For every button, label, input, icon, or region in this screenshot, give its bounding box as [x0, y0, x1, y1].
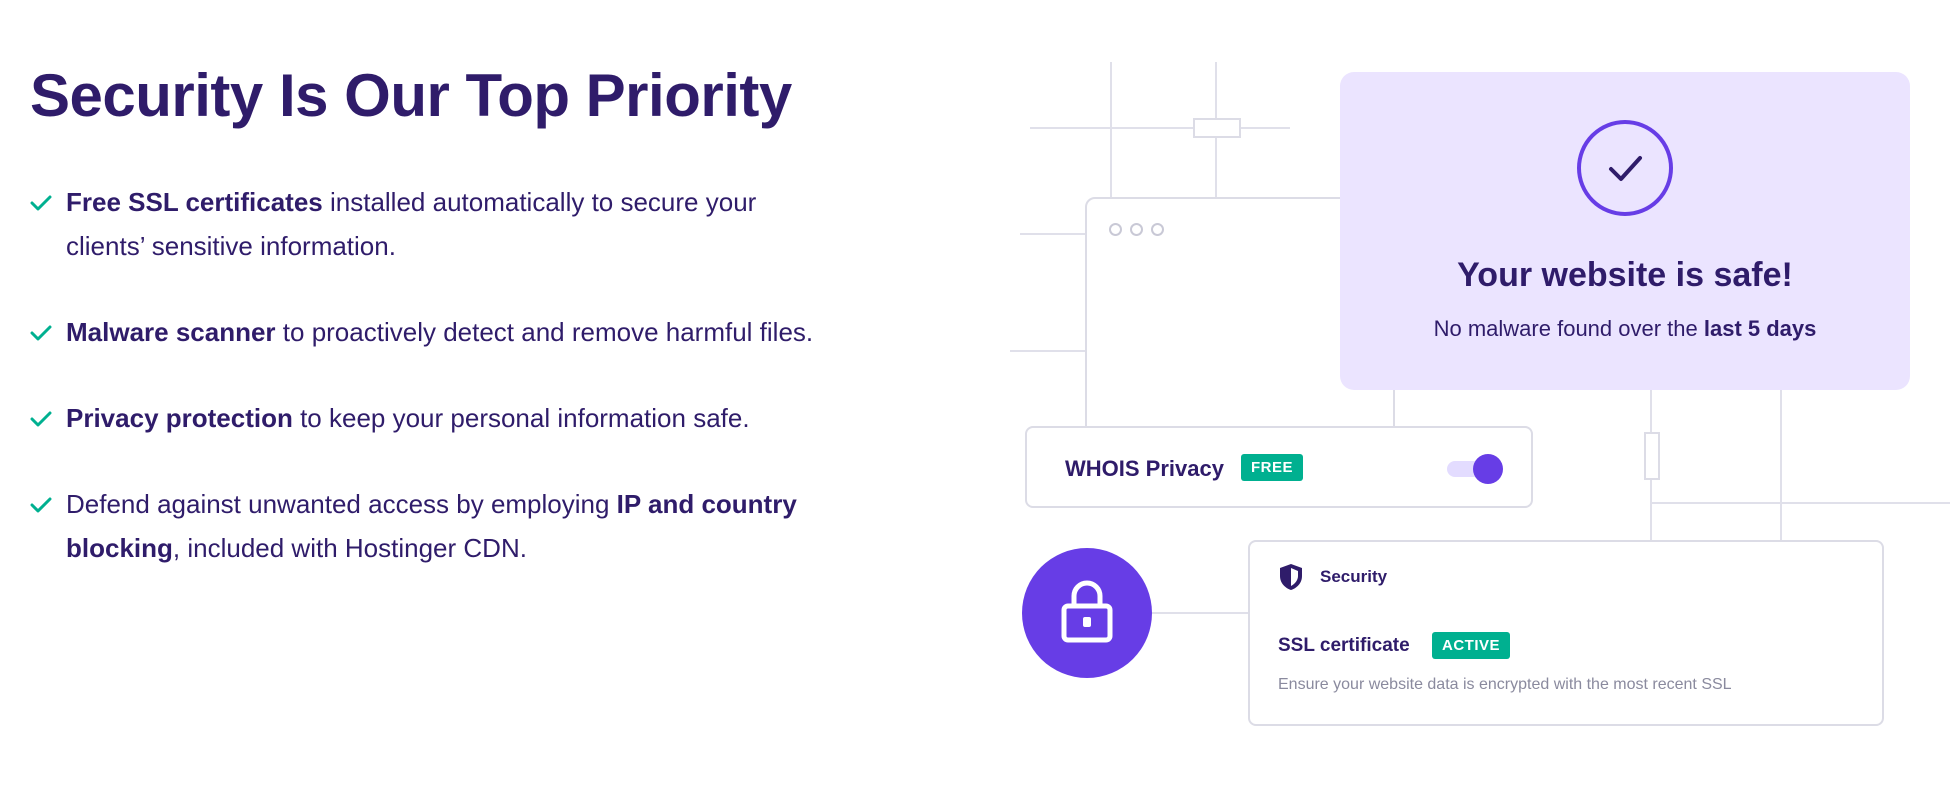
- whois-label: WHOIS Privacy: [1065, 456, 1224, 481]
- active-badge: ACTIVE: [1432, 632, 1511, 659]
- security-features-section: Security Is Our Top Priority Free SSL ce…: [30, 60, 830, 612]
- whois-privacy-card: WHOIS Privacy FREE: [1025, 426, 1533, 508]
- feature-text: to keep your personal information safe.: [292, 403, 750, 433]
- feature-bold-text: Malware scanner: [66, 317, 276, 347]
- page-title: Security Is Our Top Priority: [30, 62, 792, 129]
- lock-icon: [1061, 580, 1113, 643]
- feature-text-pre: Defend against unwanted access by employ…: [66, 489, 617, 519]
- feature-bold-text: Free SSL certificates: [66, 187, 323, 217]
- wire-line: [1030, 127, 1290, 129]
- feature-bold-text: IP and country blocking: [66, 489, 797, 563]
- security-header: Security: [1320, 567, 1388, 586]
- toggle-knob: [1473, 454, 1503, 484]
- checkmark-circle-icon: [1577, 120, 1673, 216]
- safe-subtitle-bold: last 5 days: [1703, 316, 1817, 341]
- feature-blocking: Defend against unwanted access by employ…: [30, 482, 826, 570]
- feature-text: , included with Hostinger CDN.: [172, 533, 527, 563]
- security-card: Security SSL certificate ACTIVE Ensure y…: [1248, 540, 1884, 726]
- ssl-description: Ensure your website data is encrypted wi…: [1278, 676, 1732, 693]
- safe-title: Your website is safe!: [1457, 256, 1793, 294]
- window-dots: [1109, 223, 1164, 236]
- check-icon: [30, 411, 52, 427]
- wire-line: [1780, 390, 1782, 540]
- feature-ssl: Free SSL certificates installed automati…: [30, 180, 826, 268]
- shield-icon: [1280, 564, 1302, 590]
- whois-toggle[interactable]: [1447, 454, 1503, 484]
- feature-malware: Malware scanner to proactively detect an…: [30, 310, 826, 354]
- feature-list: Free SSL certificates installed automati…: [30, 180, 830, 570]
- security-illustration: Your website is safe! No malware found o…: [1000, 0, 1950, 789]
- ssl-label: SSL certificate: [1278, 635, 1410, 656]
- feature-text: installed automatically to secure your c…: [66, 187, 757, 261]
- safe-subtitle-prefix: No malware found over the: [1433, 316, 1704, 341]
- wire-line: [1150, 612, 1250, 614]
- check-icon: [30, 325, 52, 341]
- check-icon: [30, 195, 52, 211]
- free-badge: FREE: [1241, 454, 1304, 481]
- wire-line: [1110, 62, 1112, 212]
- wire-line: [1644, 432, 1660, 480]
- feature-bold-text: Privacy protection: [66, 403, 293, 433]
- lock-badge: [1022, 548, 1152, 678]
- website-safe-card: Your website is safe! No malware found o…: [1340, 72, 1910, 390]
- safe-subtitle: No malware found over the last 5 days: [1340, 316, 1910, 342]
- wire-line: [1650, 502, 1950, 504]
- wire-line: [1193, 118, 1241, 138]
- check-icon: [30, 497, 52, 513]
- feature-privacy: Privacy protection to keep your personal…: [30, 396, 826, 440]
- feature-text: to proactively detect and remove harmful…: [275, 317, 814, 347]
